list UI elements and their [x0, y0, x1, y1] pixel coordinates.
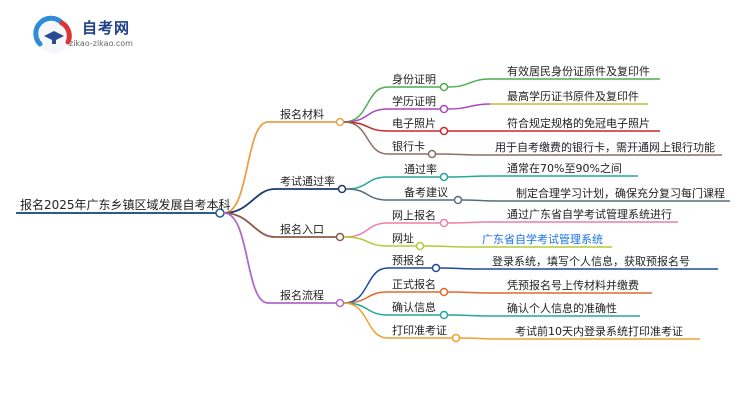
- node-label: 打印准考证: [392, 323, 447, 337]
- node-detail: 最高学历证书原件及复印件: [507, 89, 639, 103]
- node-label: 网上报名: [392, 208, 436, 222]
- node-label: 预报名: [392, 253, 425, 267]
- node-label: 正式报名: [392, 277, 436, 291]
- node-detail: 符合规定规格的免冠电子照片: [507, 116, 650, 130]
- website-link[interactable]: 广东省自学考试管理系统: [482, 232, 603, 246]
- node-label: 身份证明: [392, 72, 436, 86]
- branch-label: 报名流程: [280, 288, 324, 302]
- brand-url: zikao-zikao.com: [69, 39, 133, 48]
- node-detail: 登录系统，填写个人信息，获取预报名号: [492, 254, 690, 268]
- node-label: 银行卡: [392, 139, 425, 153]
- node-detail: 通常在70%至90%之间: [507, 161, 622, 175]
- branch-label: 报名入口: [280, 222, 324, 236]
- branch-label: 考试通过率: [280, 174, 335, 188]
- graduation-cap-logo-icon: [33, 15, 72, 53]
- node-detail: 有效居民身份证原件及复印件: [507, 64, 650, 78]
- branch-dot: [335, 117, 345, 127]
- node-label: 网址: [392, 231, 414, 245]
- node-detail: 制定合理学习计划，确保充分复习每门课程: [516, 186, 725, 200]
- node-label: 学历证明: [392, 94, 436, 108]
- node-detail: 通过广东省自学考试管理系统进行: [507, 207, 672, 221]
- brand-title: 自考网: [82, 19, 131, 37]
- node-detail: 确认个人信息的准确性: [507, 301, 617, 315]
- branch-label: 报名材料: [280, 107, 324, 121]
- node-label: 确认信息: [392, 300, 436, 314]
- node-label: 通过率: [404, 162, 437, 176]
- node-label: 备考建议: [404, 185, 448, 199]
- node-detail: 用于自考缴费的银行卡，需开通网上银行功能: [495, 140, 715, 154]
- root-label: 报名2025年广东乡镇区域发展自考本科: [20, 197, 231, 212]
- node-detail: 凭预报名号上传材料并缴费: [507, 278, 639, 292]
- node-detail: 考试前10天内登录系统打印准考证: [515, 324, 683, 338]
- node-label: 电子照片: [392, 117, 436, 130]
